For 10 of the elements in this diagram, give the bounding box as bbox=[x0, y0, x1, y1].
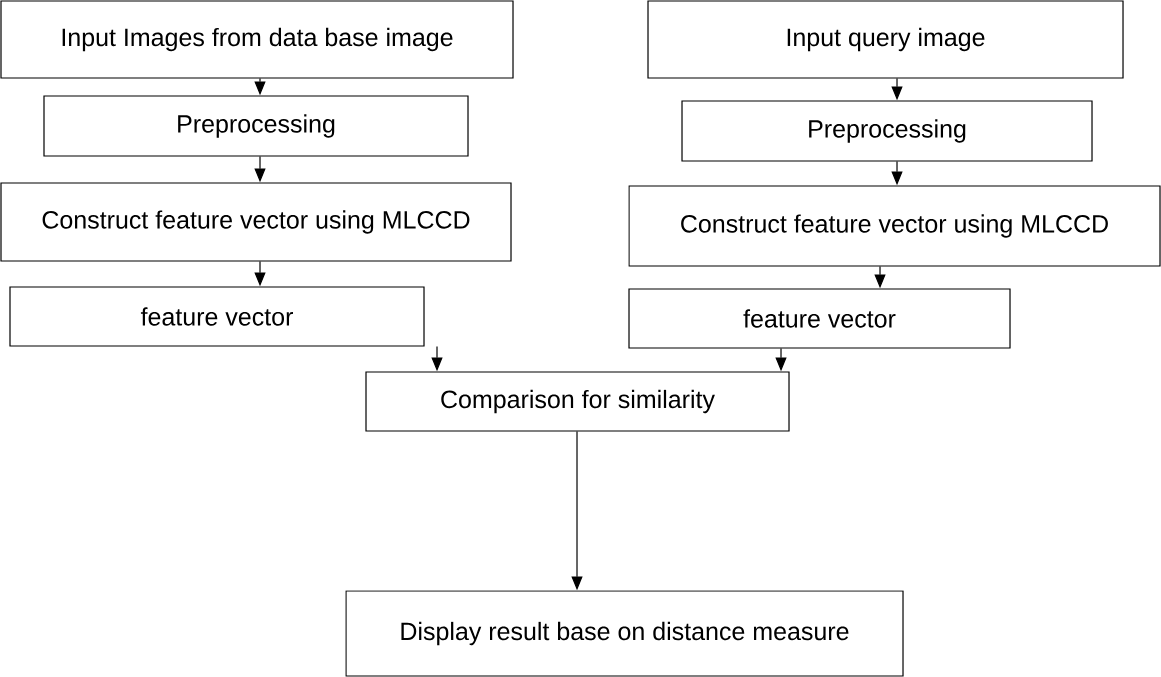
process-box: feature vector bbox=[9, 286, 425, 347]
process-box: Input query image bbox=[647, 0, 1124, 79]
process-box: Preprocessing bbox=[681, 100, 1093, 162]
process-box: Preprocessing bbox=[43, 95, 469, 157]
process-box: Construct feature vector using MLCCD bbox=[0, 182, 512, 262]
process-box: Display result base on distance measure bbox=[345, 590, 904, 677]
process-box: Comparison for similarity bbox=[365, 371, 790, 432]
process-box: feature vector bbox=[628, 288, 1011, 349]
process-box: Construct feature vector using MLCCD bbox=[628, 185, 1161, 267]
process-box: Input Images from data base image bbox=[0, 0, 514, 79]
